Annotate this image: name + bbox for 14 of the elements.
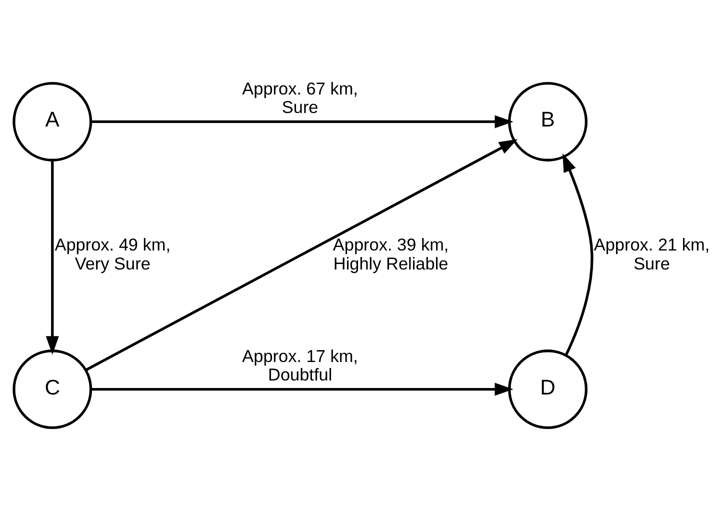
arrow [46, 160, 59, 354]
arrow [90, 382, 514, 396]
arrow [562, 152, 594, 356]
arrow [85, 138, 518, 371]
node-circle: C [12, 349, 92, 429]
node-circle: A [12, 81, 92, 161]
node-circle: B [508, 81, 588, 161]
node-circle: D [508, 349, 588, 429]
edge-label: Approx. 21 km, Sure [594, 234, 710, 273]
edge-label: Approx. 49 km, Very Sure [54, 234, 171, 273]
edge-label: Approx. 39 km, Highly Reliable [332, 234, 449, 273]
edge-label: Approx. 17 km, Doubtful [242, 346, 358, 384]
arrow [90, 114, 514, 128]
edge-label: Approx. 67 km, Sure [242, 78, 358, 116]
